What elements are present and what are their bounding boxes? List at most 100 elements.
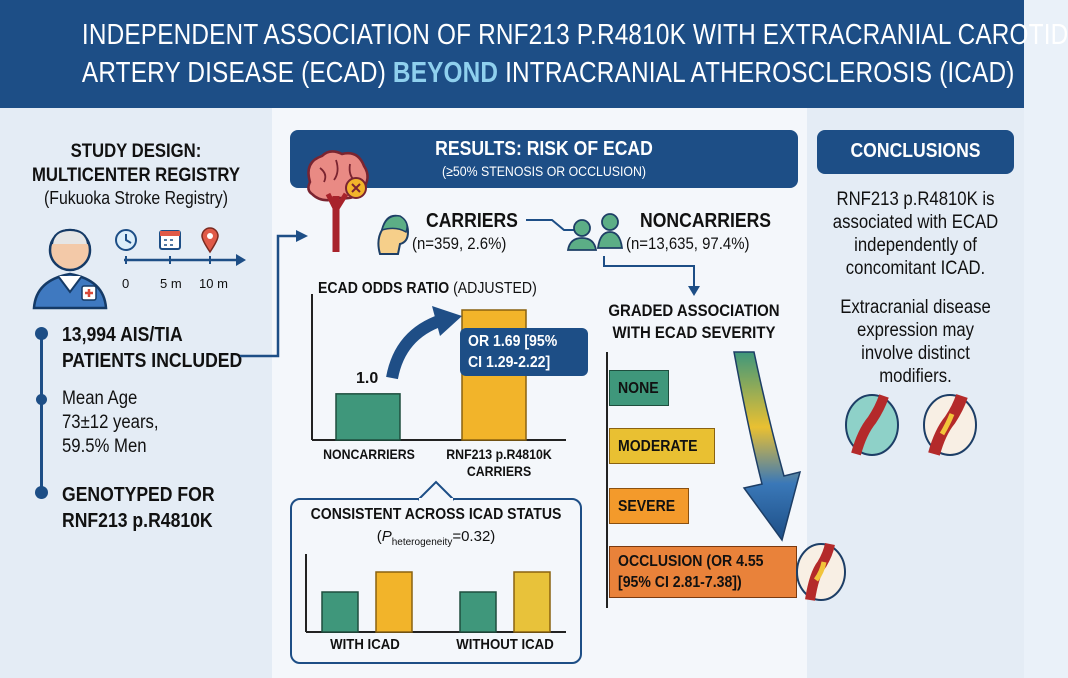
title-highlight: BEYOND (392, 57, 499, 89)
severity-occlusion: OCCLUSION (OR 4.55 [95% CI 2.81-7.38]) (609, 546, 797, 598)
icad-bar-with-carriers (375, 571, 413, 633)
severity-moderate-label: MODERATE (618, 438, 698, 455)
graded-arrow (603, 256, 700, 296)
noncarriers-count: (n=13,635, 97.4%) (626, 234, 766, 254)
steps-connector (40, 332, 43, 496)
conclusion-line: Extracranial disease (840, 297, 991, 318)
patients-count: 13,994 AIS/TIA (62, 324, 183, 346)
study-title-line-2: MULTICENTER REGISTRY (31, 165, 241, 186)
timeline-tick-10m: 10 m (199, 276, 228, 291)
graded-title: GRADED ASSOCIATION WITH ECAD SEVERITY (596, 300, 792, 344)
p-open: ( (376, 528, 382, 545)
registry-name: (Fukuoka Stroke Registry) (0, 188, 272, 209)
flow-arrow (240, 230, 308, 358)
p-letter: P (381, 528, 392, 545)
graded-title-line-1: GRADED ASSOCIATION (608, 301, 780, 320)
conclusion-line: involve distinct (861, 343, 970, 364)
or-badge-line-2: CI 1.29-2.22] (468, 354, 551, 371)
patients-included: 13,994 AIS/TIA PATIENTS INCLUDED (62, 322, 267, 374)
step-dot-2 (36, 394, 47, 405)
odds-title-suffix: (ADJUSTED) (453, 280, 537, 297)
study-design-panel (0, 108, 272, 678)
noncarriers-label: NONCARRIERS (640, 210, 789, 233)
sex-distribution: 59.5% Men (62, 436, 147, 457)
title-segment: INTRACRANIAL ATHEROSCLEROSIS (ICAD) (505, 57, 1015, 89)
page-header: INDEPENDENT ASSOCIATION OF RNF213 p.R481… (0, 0, 1068, 108)
p-subscript: heterogeneity (391, 537, 453, 548)
title-segment: ARTERY DISEASE (ECAD) (81, 57, 386, 89)
odds-title-text: ECAD ODDS RATIO (318, 280, 450, 297)
carriers-label-text: CARRIERS (426, 210, 518, 232)
severity-moderate: MODERATE (609, 428, 715, 464)
severity-occlusion-label: OCCLUSION (OR 4.55 (618, 553, 764, 570)
conclusion-line: RNF213 p.R4810K is (836, 189, 995, 210)
results-subtitle: (≥50% STENOSIS OR OCCLUSION) (442, 163, 646, 179)
severity-none: NONE (609, 370, 669, 406)
occluded-artery-icon (796, 542, 846, 601)
study-title-line-1: STUDY DESIGN: (70, 141, 202, 162)
severity-severe: SEVERE (609, 488, 689, 524)
step-dot-3 (35, 486, 48, 499)
conclusion-secondary: Extracranial disease expression may invo… (807, 296, 1024, 388)
icad-tick-with: WITH ICAD (300, 636, 430, 653)
icad-tick-with-text: WITH ICAD (330, 636, 400, 653)
artery-cross-section-icon (845, 394, 899, 456)
patients-label: PATIENTS INCLUDED (62, 350, 243, 372)
page-title-line-1: INDEPENDENT ASSOCIATION OF RNF213 p.R481… (81, 19, 1068, 51)
follow-up-timeline (115, 227, 246, 266)
conclusions-title-box: CONCLUSIONS (817, 130, 1014, 174)
or-tick-noncarriers: NONCARRIERS (310, 446, 428, 462)
demographics: Mean Age 73±12 years, 59.5% Men (62, 387, 172, 459)
conclusions-title: CONCLUSIONS (850, 140, 981, 162)
results-title: RESULTS: RISK OF ECAD (435, 138, 653, 160)
icad-tick-without-text: WITHOUT ICAD (456, 636, 554, 653)
stenotic-artery-icon (923, 394, 977, 456)
icad-tick-without: WITHOUT ICAD (430, 636, 580, 653)
brain-artery-icon (307, 150, 369, 252)
conclusion-line: associated with ECAD (832, 212, 999, 233)
noncarriers-count-text: (n=13,635, 97.4%) (626, 234, 750, 253)
consistency-title: CONSISTENT ACROSS ICAD STATUS (290, 506, 582, 524)
or-tick-carriers-line-1: RNF213 p.R4810K (446, 446, 552, 462)
consistency-callout-pointer (417, 480, 455, 502)
registry-name-text: (Fukuoka Stroke Registry) (43, 188, 228, 208)
page-title-line-2: ARTERY DISEASE (ECAD) BEYOND INTRACRANIA… (81, 54, 1014, 92)
or-bar-noncarriers (335, 393, 401, 441)
or-tick-noncarriers-text: NONCARRIERS (323, 446, 415, 462)
timeline-tick-0: 0 (122, 276, 130, 291)
mean-age-label: Mean Age (62, 388, 138, 409)
icad-bar-without-carriers (513, 571, 551, 633)
severity-none-label: NONE (618, 380, 659, 397)
genotyping: GENOTYPED FOR RNF213 p.R4810K (62, 482, 235, 534)
carrier-person-icon (377, 214, 410, 255)
graded-title-line-2: WITH ECAD SEVERITY (612, 323, 776, 342)
icad-status-chart (305, 554, 566, 633)
p-heterogeneity: (Pheterogeneity=0.32) (290, 528, 582, 548)
noncarrier-people-icon (566, 213, 624, 251)
conclusion-line: independently of (854, 235, 977, 256)
or-tick-carriers-line-2: CARRIERS (466, 463, 532, 479)
increase-arrow (386, 306, 462, 380)
consistency-title-text: CONSISTENT ACROSS ICAD STATUS (310, 506, 562, 523)
icad-bar-without-noncarriers (459, 591, 497, 633)
severity-severe-label: SEVERE (618, 498, 676, 515)
carriers-count: (n=359, 2.6%) (412, 234, 519, 254)
severity-gradient-arrow (733, 351, 802, 542)
conclusion-main: RNF213 p.R4810K is associated with ECAD … (807, 188, 1024, 280)
timeline-tick-5m: 5 m (160, 276, 182, 291)
results-title-box: RESULTS: RISK OF ECAD (≥50% STENOSIS OR … (290, 130, 798, 188)
p-value: =0.32) (452, 528, 496, 545)
carriers-count-text: (n=359, 2.6%) (412, 234, 507, 253)
noncarriers-label-text: NONCARRIERS (640, 210, 772, 232)
mean-age-value: 73±12 years, (62, 412, 159, 433)
odds-ratio-title: ECAD ODDS RATIO (ADJUSTED) (318, 280, 567, 298)
comparison-connector (526, 219, 582, 231)
or-tick-carriers: RNF213 p.R4810K CARRIERS (428, 446, 570, 480)
conclusion-line: modifiers. (879, 366, 952, 387)
study-design-title: STUDY DESIGN: MULTICENTER REGISTRY (0, 140, 272, 188)
genotyped-label: GENOTYPED FOR (62, 484, 215, 506)
doctor-icon (32, 228, 108, 310)
icad-bar-with-noncarriers (321, 591, 359, 633)
or-badge-line-1: OR 1.69 [95% (468, 333, 558, 350)
conclusion-line: expression may (856, 320, 975, 341)
